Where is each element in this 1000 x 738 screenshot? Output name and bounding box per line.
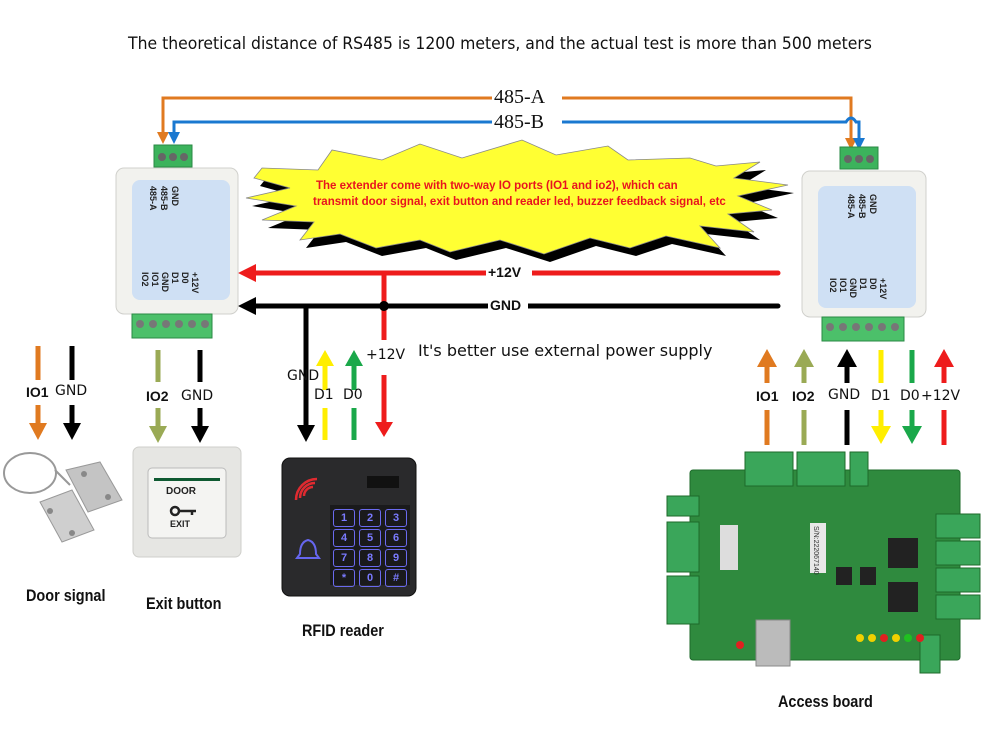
- ext-right-bottom-label: IO2: [828, 278, 838, 293]
- keypad-key: 4: [333, 529, 355, 547]
- board-io1-wire: [757, 349, 777, 445]
- keypad-key: 1: [333, 509, 355, 527]
- rfid-wire-d0-label: D0: [343, 387, 363, 403]
- board-wire-io1-label: IO1: [756, 388, 779, 404]
- ext-right-bottom-label: D1: [858, 278, 868, 290]
- door-gnd-wire: [63, 346, 81, 440]
- ext-left-top-label: GND: [170, 186, 180, 206]
- ext-left-bottom-label: GND: [160, 272, 170, 292]
- ext-left-top-label: 485-B: [159, 186, 169, 211]
- board-d1-wire: [871, 350, 891, 444]
- rfid-wire-12v-label: +12V: [366, 347, 406, 363]
- access-board-caption: Access board: [778, 692, 873, 711]
- ext-left-bottom-label: IO1: [150, 272, 160, 287]
- bus-485-b: [168, 116, 865, 150]
- keypad-key: #: [385, 569, 407, 587]
- rfid-keypad: 1 2 3 4 5 6 7 8 9 * 0 #: [333, 509, 407, 587]
- ext-left-bottom-label: IO2: [140, 272, 150, 287]
- keypad-key: 2: [359, 509, 381, 527]
- exit-wire-io2-label: IO2: [146, 388, 169, 404]
- ext-right-top-label: GND: [868, 194, 878, 214]
- ext-left-top-label: 485-A: [148, 186, 158, 211]
- rfid-reader-image: [281, 457, 417, 597]
- board-d0-wire: [902, 350, 922, 444]
- keypad-key: 5: [359, 529, 381, 547]
- board-gnd-wire: [837, 349, 857, 445]
- exit-io2-wire: [149, 350, 167, 443]
- board-serial-label: S/N:222067140: [812, 526, 819, 575]
- callout-line-1: The extender come with two-way IO ports …: [316, 180, 678, 192]
- label-485-a: 485-A: [494, 86, 546, 108]
- board-wire-12v-label: +12V: [921, 388, 961, 404]
- rfid-wire-d1-label: D1: [314, 387, 334, 403]
- exit-face-door: DOOR: [166, 486, 196, 497]
- extender-right: [801, 146, 927, 342]
- ext-left-bottom-label: D1: [170, 272, 180, 284]
- label-bg-b: [492, 112, 562, 134]
- rfid-d0-wire: [345, 350, 363, 440]
- extender-right-top-labels: GND 485-B 485-A: [846, 194, 878, 219]
- board-io2-wire: [794, 349, 814, 445]
- access-board-image: [666, 451, 981, 674]
- keypad-key: 9: [385, 549, 407, 567]
- exit-button-image: [132, 446, 242, 558]
- door-wire-io1-label: IO1: [26, 384, 49, 400]
- rfid-reader-caption: RFID reader: [302, 621, 384, 640]
- callout-line-2: transmit door signal, exit button and re…: [313, 196, 726, 208]
- power-supply-note: It's better use external power supply: [418, 341, 713, 360]
- ext-right-top-label: 485-A: [846, 194, 856, 219]
- ext-right-bottom-label: IO1: [838, 278, 848, 293]
- ext-right-bottom-label: D0: [868, 278, 878, 290]
- door-wire-gnd-label: GND: [55, 383, 88, 399]
- ext-left-bottom-label: +12V: [190, 272, 200, 294]
- ext-right-top-label: 485-B: [857, 194, 867, 219]
- label-bg-power: [486, 263, 532, 283]
- keypad-key: 6: [385, 529, 407, 547]
- board-wire-io2-label: IO2: [792, 388, 815, 404]
- door-io1-wire: [29, 346, 47, 440]
- board-wire-d0-label: D0: [900, 388, 920, 404]
- rfid-wire-gnd-label: GND: [287, 368, 320, 384]
- keypad-key: 7: [333, 549, 355, 567]
- ext-left-bottom-label: D0: [180, 272, 190, 284]
- label-bg-ground: [488, 296, 528, 316]
- keypad-key: 8: [359, 549, 381, 567]
- ext-right-bottom-label: GND: [848, 278, 858, 298]
- extender-right-bottom-labels: +12V D0 D1 GND IO1 IO2: [828, 278, 888, 299]
- label-power-bus: +12V: [488, 264, 522, 280]
- door-sensor-image: [3, 452, 123, 543]
- keypad-key: 3: [385, 509, 407, 527]
- diagram-title: The theoretical distance of RS485 is 120…: [128, 34, 872, 54]
- label-485-b: 485-B: [494, 111, 544, 133]
- exit-button-caption: Exit button: [146, 594, 222, 613]
- board-wire-gnd-label: GND: [828, 387, 861, 403]
- keypad-key: *: [333, 569, 355, 587]
- callout-starburst: [245, 139, 794, 262]
- board-wire-d1-label: D1: [871, 388, 891, 404]
- door-signal-caption: Door signal: [26, 586, 106, 605]
- label-ground-bus: GND: [490, 297, 522, 313]
- label-bg-a: [492, 86, 562, 110]
- exit-wire-gnd-label: GND: [181, 388, 214, 404]
- board-12v-wire: [934, 349, 954, 445]
- keypad-key: 0: [359, 569, 381, 587]
- extender-left-bottom-labels: +12V D0 D1 GND IO1 IO2: [140, 272, 200, 293]
- extender-left-top-labels: GND 485-B 485-A: [148, 186, 180, 211]
- exit-gnd-wire: [191, 350, 209, 443]
- extender-left: [115, 144, 239, 339]
- rfid-d1-wire: [316, 350, 334, 440]
- ext-right-bottom-label: +12V: [878, 278, 888, 300]
- exit-face-exit: EXIT: [170, 519, 191, 529]
